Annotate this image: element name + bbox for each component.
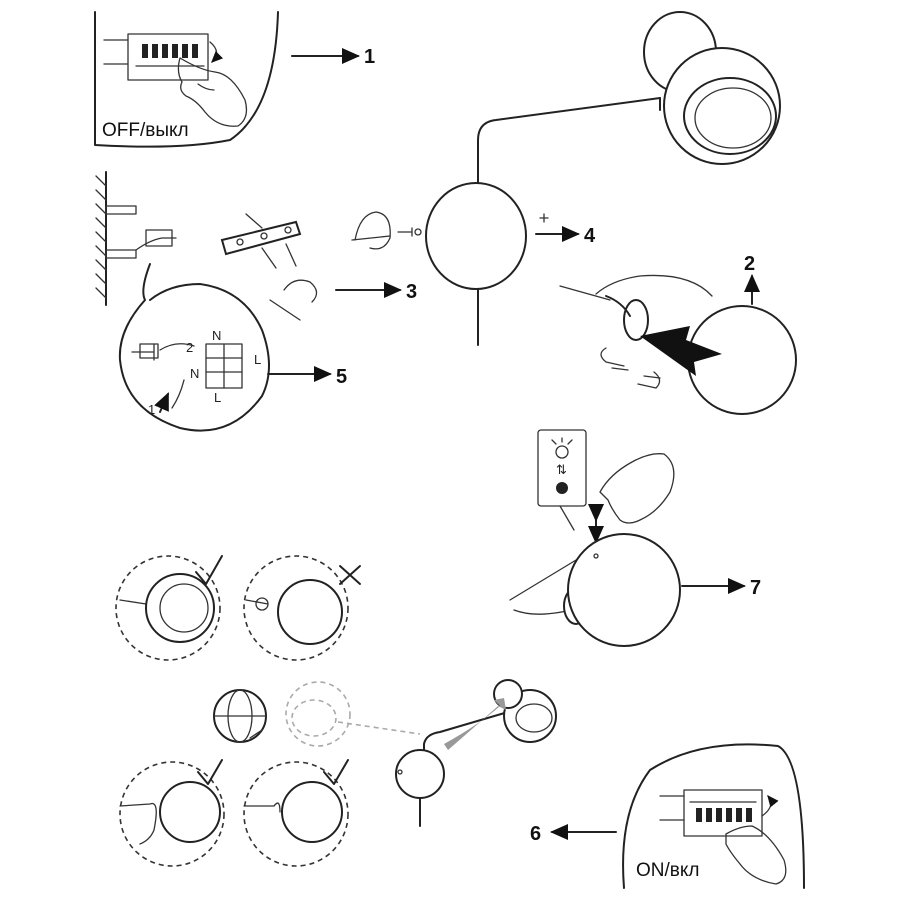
wire-l-bottom: L [214,390,221,405]
check-mark-icon [323,759,349,785]
step-4-label: 4 [584,225,596,247]
off-caption: OFF/выкл [102,120,189,141]
mounting-bracket [220,213,302,269]
wall-anchors [95,171,177,306]
hand-icon [177,57,248,127]
wire-1: 1 [148,402,155,417]
wiring-detail-circle: N 2 N L L 1 [118,263,270,432]
power-switch-icon [103,33,224,81]
bulb-on-icon [551,437,573,459]
step-1-label: 1 [364,46,375,68]
magnet-icon [600,347,661,389]
attach-arrow [640,326,722,376]
power-off-panel: OFF/выкл 1 [94,11,375,148]
power-on-panel: ON/вкл [622,743,805,889]
mounting-screws [397,213,549,237]
cross-mark-icon [339,565,361,585]
rotation-icon [269,279,318,321]
wire-2: 2 [186,340,193,355]
globe-rotation-icon [213,689,267,743]
power-switch-icon [659,789,779,837]
ghost-shade [285,681,351,747]
adjust-correct-bottom-right [243,759,349,867]
adjust-correct-bottom-left [119,759,225,867]
hand-icon [599,453,675,524]
adjust-arrow [444,698,506,750]
wire-n-top: N [212,328,221,343]
touch-switch-panel: ⇅ [537,429,587,531]
wire-l-top: L [254,352,261,367]
hand-icon [725,825,787,885]
step-2-label: 2 [744,253,755,275]
bulb-off-icon [556,482,568,494]
shade-attachment [559,274,797,415]
adjust-wrong-top-right [243,555,361,661]
terminal-block [205,343,243,389]
adjust-correct-top-left [115,555,223,661]
on-caption: ON/вкл [636,860,700,881]
lamp-head-side [509,533,681,647]
svg-text:⇅: ⇅ [556,462,567,477]
step-5-label: 5 [336,366,347,388]
step-6-label: 6 [530,823,541,845]
check-mark-icon [195,555,223,585]
step-7-label: 7 [750,577,761,599]
step-3-label: 3 [406,281,417,303]
wire-n-bottom: N [190,366,199,381]
rotation-icon [351,211,391,250]
wall-lamp-assembled [414,11,781,346]
wall-lamp-adjustable [337,679,557,827]
check-mark-icon [197,759,223,785]
